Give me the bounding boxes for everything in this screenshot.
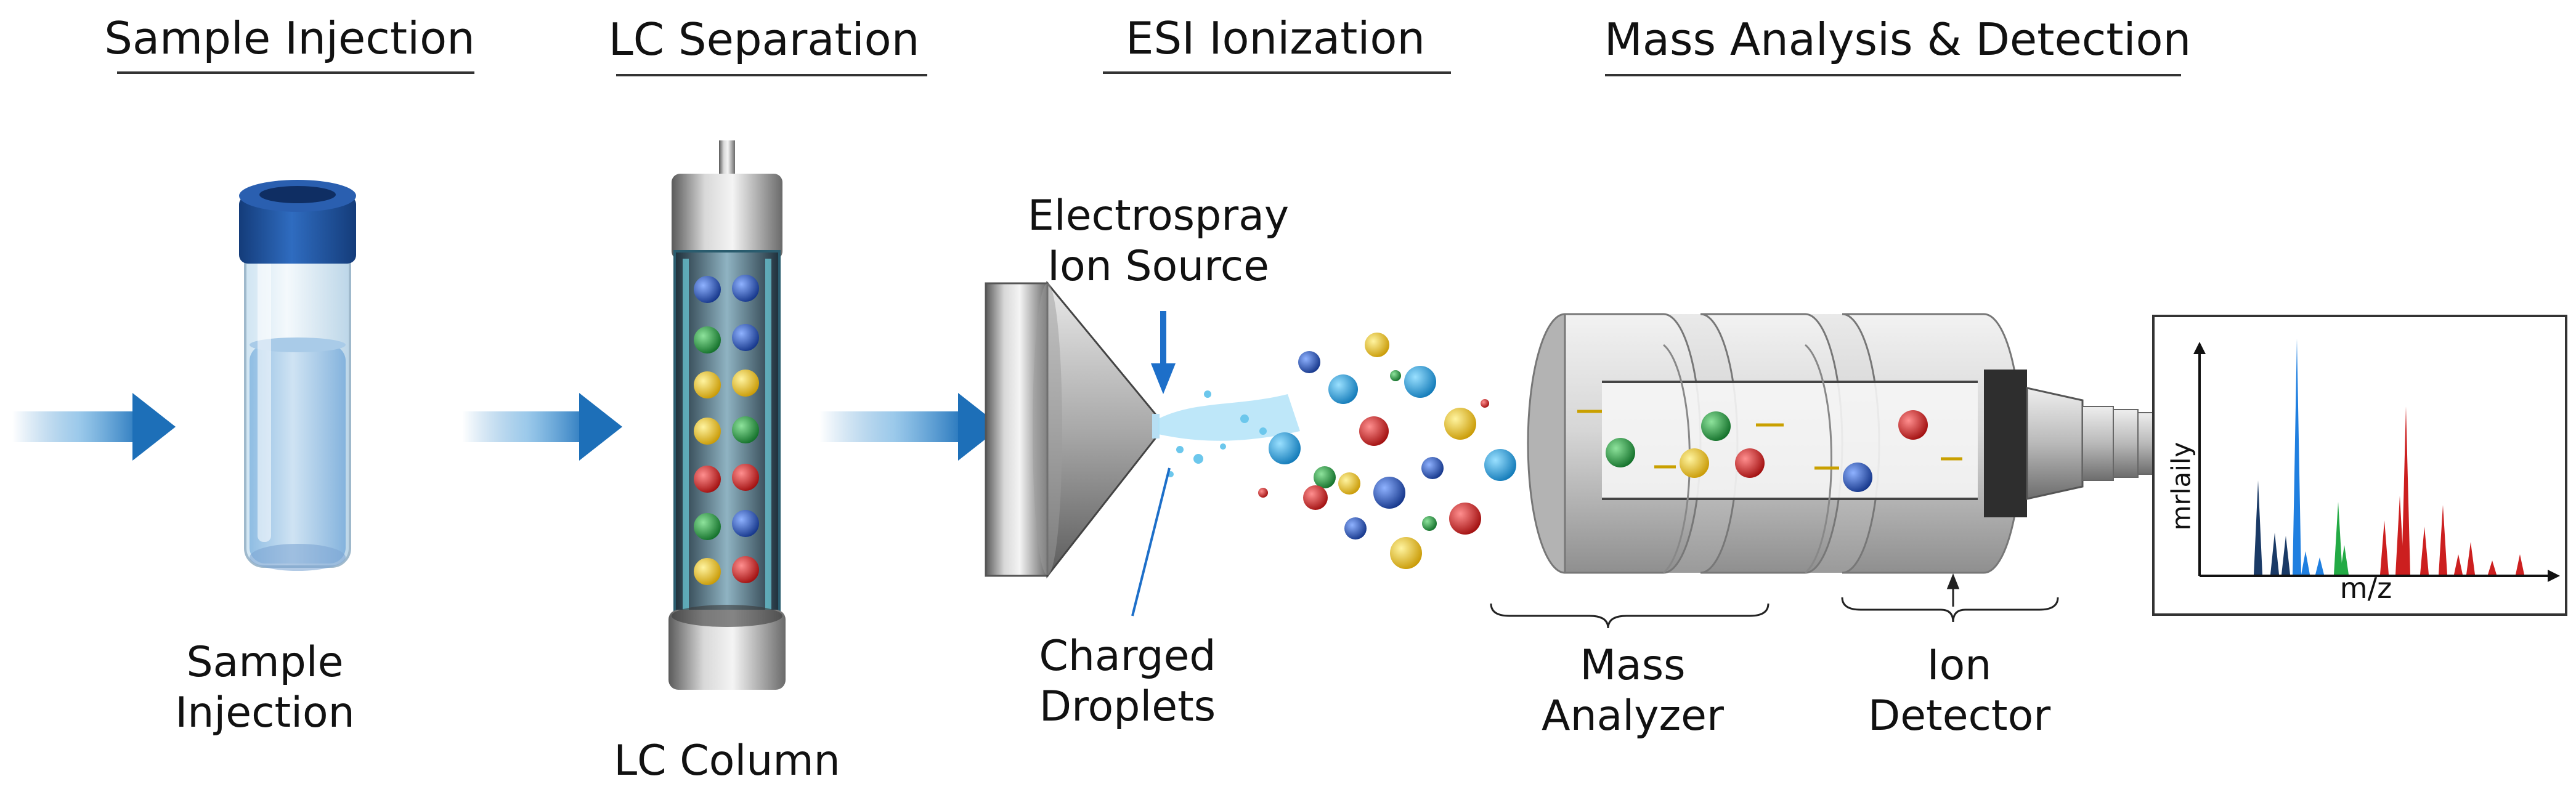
spectrum-xlabel: m/z <box>2339 572 2392 605</box>
header-underlines <box>117 71 2181 76</box>
flow-arrow-2 <box>462 393 622 461</box>
mass-analyzer-drums <box>1527 313 2022 574</box>
spectrum-panel <box>2152 315 2567 616</box>
stage-title-lc-separation: LC Separation <box>608 14 920 65</box>
spectrum-peak <box>2402 406 2410 575</box>
spectrum-peak <box>2439 505 2447 575</box>
flying-ions <box>1258 333 1516 569</box>
spectrum-peaks <box>2254 339 2524 575</box>
spray-plume <box>1158 390 1300 477</box>
label-ion-detector: Ion Detector <box>1867 641 2051 740</box>
sample-vial <box>239 180 356 571</box>
spectrum-peak <box>2395 496 2404 575</box>
detector-brace <box>1841 573 2059 623</box>
spectrum-peak <box>2516 554 2524 575</box>
spectrum-peak <box>2466 542 2475 575</box>
spectrum-peak <box>2315 557 2324 575</box>
analyzer-ions <box>1577 410 1962 492</box>
label-lc-column: LC Column <box>614 737 840 785</box>
spectrum-peak <box>2334 502 2342 575</box>
flow-arrow-3 <box>819 393 1001 461</box>
spectrum-peak <box>2454 554 2463 575</box>
column-beads <box>694 275 759 585</box>
label-mass-analyzer: Mass Analyzer <box>1542 641 1724 740</box>
spectrum-peak <box>2340 545 2349 575</box>
detector-nozzle <box>1984 370 2157 517</box>
spectrum-peak <box>2254 480 2262 575</box>
lc-column <box>668 140 786 690</box>
spectrum-peak <box>2488 560 2497 575</box>
stage-title-sample-injection: Sample Injection <box>104 12 475 64</box>
spectrum-ylabel: mrlaily <box>2166 442 2196 531</box>
electrospray-arrow <box>1151 311 1176 394</box>
spectrum-peak <box>2301 551 2310 575</box>
stage-title-esi-ionization: ESI Ionization <box>1125 12 1426 64</box>
esi-cone <box>985 280 1160 579</box>
spectrum-peak <box>2420 527 2429 575</box>
spectrum-peak <box>2281 536 2290 575</box>
label-charged-droplets: Charged Droplets <box>1039 632 1216 731</box>
analyzer-brace <box>1490 603 1769 629</box>
spectrum-peak <box>2380 520 2389 575</box>
stage-title-mass-analysis: Mass Analysis & Detection <box>1604 14 2192 65</box>
spectrum-peak <box>2270 533 2279 575</box>
label-electrospray-ion-source: Electrospray Ion Source <box>1027 192 1290 291</box>
droplets-pointer-line <box>1131 467 1171 616</box>
spectrum-peak <box>2293 339 2301 575</box>
flow-arrow-1 <box>12 393 176 461</box>
label-sample-injection: Sample Injection <box>175 638 355 737</box>
